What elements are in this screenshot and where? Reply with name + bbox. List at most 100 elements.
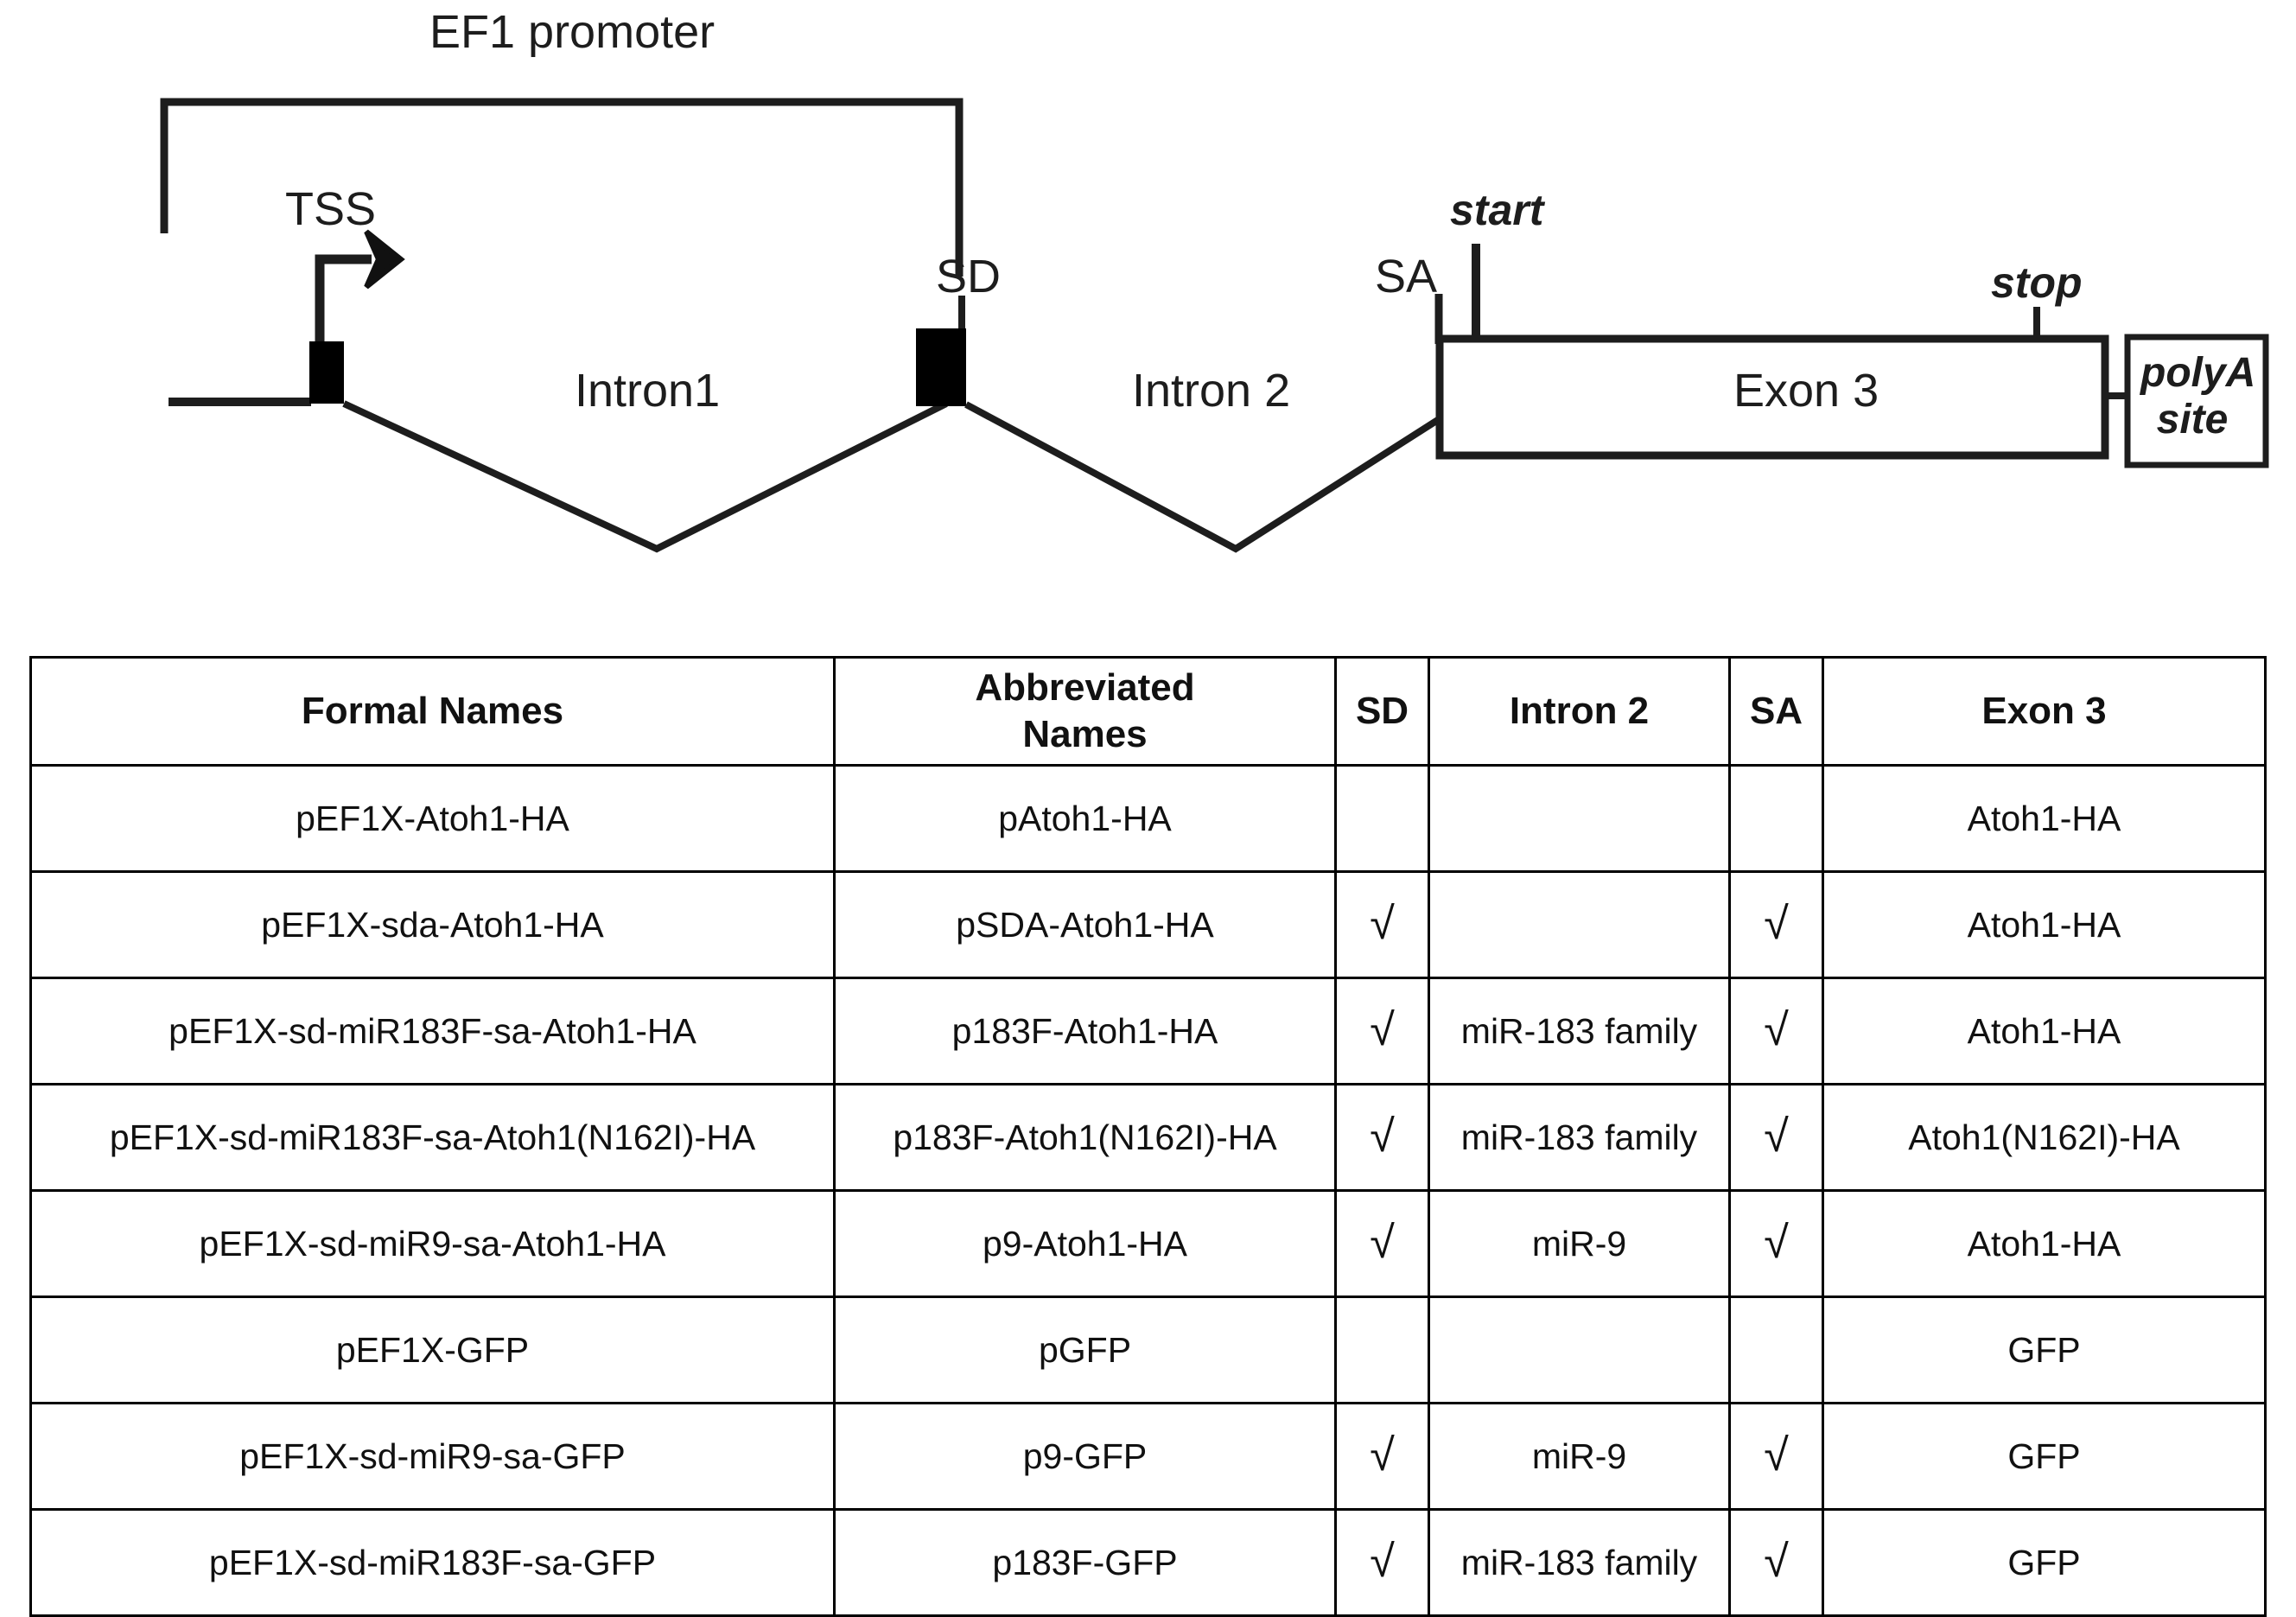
start-label: start (1450, 186, 1544, 234)
cell-intron2: miR-183 family (1428, 1508, 1731, 1617)
cell-exon3: GFP (1822, 1296, 2267, 1404)
column-header-abbreviated-names-line2: Names (1022, 713, 1148, 755)
column-header-formal-names: Formal Names (29, 656, 836, 767)
cell-sa: √ (1728, 977, 1824, 1085)
cell-abbreviated-name: p9-GFP (833, 1402, 1337, 1511)
cell-abbreviated-name: p183F-GFP (833, 1508, 1337, 1617)
table-header: Formal Names Abbreviated Names SD Intron… (29, 656, 2267, 767)
cell-formal-name: pEF1X-sd-miR183F-sa-Atoh1(N162I)-HA (29, 1083, 836, 1192)
check-icon: √ (1764, 898, 1789, 949)
cell-intron2: miR-9 (1428, 1402, 1731, 1511)
polya-site-label-line1: polyA (2140, 350, 2256, 396)
exon3-label: Exon 3 (1733, 365, 1879, 417)
polya-site-label-line2: site (2156, 396, 2229, 442)
exon3-box (1435, 334, 2109, 460)
intron1-label: Intron1 (575, 365, 721, 417)
cell-sa: √ (1728, 870, 1824, 979)
cell-exon3: Atoh1-HA (1822, 977, 2267, 1085)
construct-table-container: Formal Names Abbreviated Names SD Intron… (29, 656, 2267, 1617)
cell-intron2 (1428, 764, 1731, 873)
cell-sd: √ (1334, 1083, 1430, 1192)
cell-exon3: Atoh1-HA (1822, 870, 2267, 979)
cell-exon3: Atoh1(N162I)-HA (1822, 1083, 2267, 1192)
check-icon: √ (1370, 1111, 1395, 1162)
column-header-abbreviated-names: Abbreviated Names (833, 656, 1337, 767)
cell-formal-name: pEF1X-Atoh1-HA (29, 764, 836, 873)
tss-label: TSS (285, 183, 377, 235)
exon1-block (309, 341, 344, 404)
cell-abbreviated-name: pAtoh1-HA (833, 764, 1337, 873)
check-icon: √ (1370, 1004, 1395, 1055)
cell-abbreviated-name: p9-Atoh1-HA (833, 1189, 1337, 1298)
check-icon: √ (1764, 1004, 1789, 1055)
cell-sd: √ (1334, 1402, 1430, 1511)
cell-formal-name: pEF1X-sd-miR183F-sa-GFP (29, 1508, 836, 1617)
cell-sa: √ (1728, 1083, 1824, 1192)
cell-formal-name: pEF1X-sda-Atoh1-HA (29, 870, 836, 979)
cell-abbreviated-name: pGFP (833, 1296, 1337, 1404)
cell-formal-name: pEF1X-GFP (29, 1296, 836, 1404)
column-header-intron2: Intron 2 (1428, 656, 1731, 767)
cell-sa: √ (1728, 1402, 1824, 1511)
check-icon: √ (1764, 1217, 1789, 1268)
check-icon: √ (1764, 1536, 1789, 1587)
cell-formal-name: pEF1X-sd-miR9-sa-Atoh1-HA (29, 1189, 836, 1298)
sd-label: SD (936, 251, 1002, 302)
column-header-abbreviated-names-line1: Abbreviated (975, 666, 1195, 710)
cell-abbreviated-name: p183F-Atoh1-HA (833, 977, 1337, 1085)
cell-intron2: miR-183 family (1428, 1083, 1731, 1192)
promoter-bracket (160, 98, 964, 277)
cell-exon3: Atoh1-HA (1822, 764, 2267, 873)
construct-table: Formal Names Abbreviated Names SD Intron… (29, 656, 2267, 1617)
cell-abbreviated-name: p183F-Atoh1(N162I)-HA (833, 1083, 1337, 1192)
cell-formal-name: pEF1X-sd-miR9-sa-GFP (29, 1402, 836, 1511)
intron1-splice-chevron (342, 400, 948, 553)
intron2-splice-chevron (964, 401, 1465, 553)
construct-schematic: EF1 promoter TSS SD SA start stop Intron… (0, 0, 2296, 640)
column-header-sd: SD (1334, 656, 1430, 767)
cell-sd: √ (1334, 1508, 1430, 1617)
cell-intron2: miR-9 (1428, 1189, 1731, 1298)
cell-sa (1728, 1296, 1824, 1404)
check-icon: √ (1764, 1429, 1789, 1480)
cell-exon3: GFP (1822, 1508, 2267, 1617)
ef1-promoter-label: EF1 promoter (429, 6, 716, 58)
check-icon: √ (1370, 898, 1395, 949)
exon2-block (916, 328, 966, 406)
cell-sa: √ (1728, 1189, 1824, 1298)
table-header-row: Formal Names Abbreviated Names SD Intron… (29, 656, 2267, 767)
cell-sa (1728, 764, 1824, 873)
cell-intron2: miR-183 family (1428, 977, 1731, 1085)
check-icon: √ (1370, 1429, 1395, 1480)
check-icon: √ (1370, 1536, 1395, 1587)
cell-sd: √ (1334, 977, 1430, 1085)
cell-exon3: GFP (1822, 1402, 2267, 1511)
sa-label: SA (1375, 251, 1438, 302)
cell-formal-name: pEF1X-sd-miR183F-sa-Atoh1-HA (29, 977, 836, 1085)
column-header-sa: SA (1728, 656, 1824, 767)
column-header-exon3: Exon 3 (1822, 656, 2267, 767)
cell-intron2 (1428, 1296, 1731, 1404)
cell-intron2 (1428, 870, 1731, 979)
cell-sa: √ (1728, 1508, 1824, 1617)
polya-site-box (2124, 334, 2269, 468)
cell-abbreviated-name: pSDA-Atoh1-HA (833, 870, 1337, 979)
intron2-label: Intron 2 (1132, 365, 1291, 417)
polya-site-label: polyA site (2140, 350, 2255, 443)
cell-exon3: Atoh1-HA (1822, 1189, 2267, 1298)
cell-sd: √ (1334, 1189, 1430, 1298)
cell-sd: √ (1334, 870, 1430, 979)
stop-label: stop (1991, 258, 2083, 307)
check-icon: √ (1370, 1217, 1395, 1268)
check-icon: √ (1764, 1111, 1789, 1162)
cell-sd (1334, 1296, 1430, 1404)
